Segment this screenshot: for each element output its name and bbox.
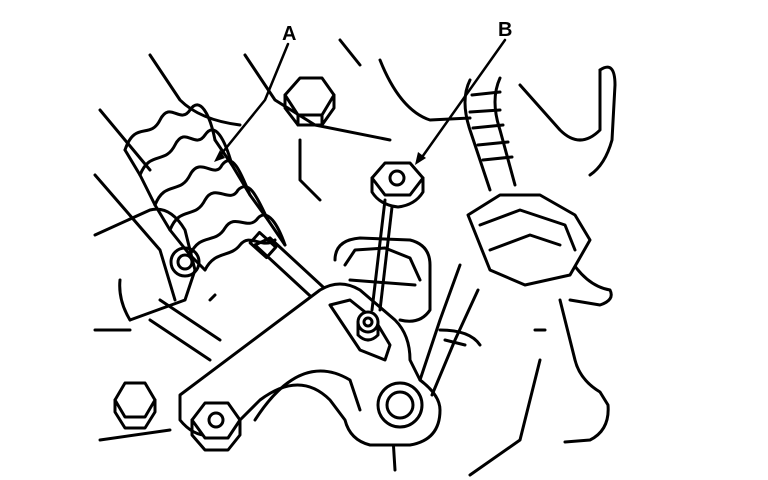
- callout-label-b: B: [498, 19, 513, 41]
- lower-left-bolts: [113, 381, 242, 452]
- housing-outline: [93, 38, 617, 477]
- leader-arrow-b: [415, 152, 426, 165]
- leader-line-b: [418, 38, 507, 162]
- leader-line-a: [216, 42, 290, 160]
- callout-label-a: A: [282, 23, 297, 45]
- nut-b: [370, 161, 425, 312]
- top-bolt: [283, 76, 336, 127]
- cable-boot: [123, 103, 287, 272]
- left-mount: [93, 207, 222, 362]
- arm-bolt: [356, 310, 380, 342]
- leader-arrow-a: [214, 150, 225, 162]
- hose-connector: [418, 76, 592, 397]
